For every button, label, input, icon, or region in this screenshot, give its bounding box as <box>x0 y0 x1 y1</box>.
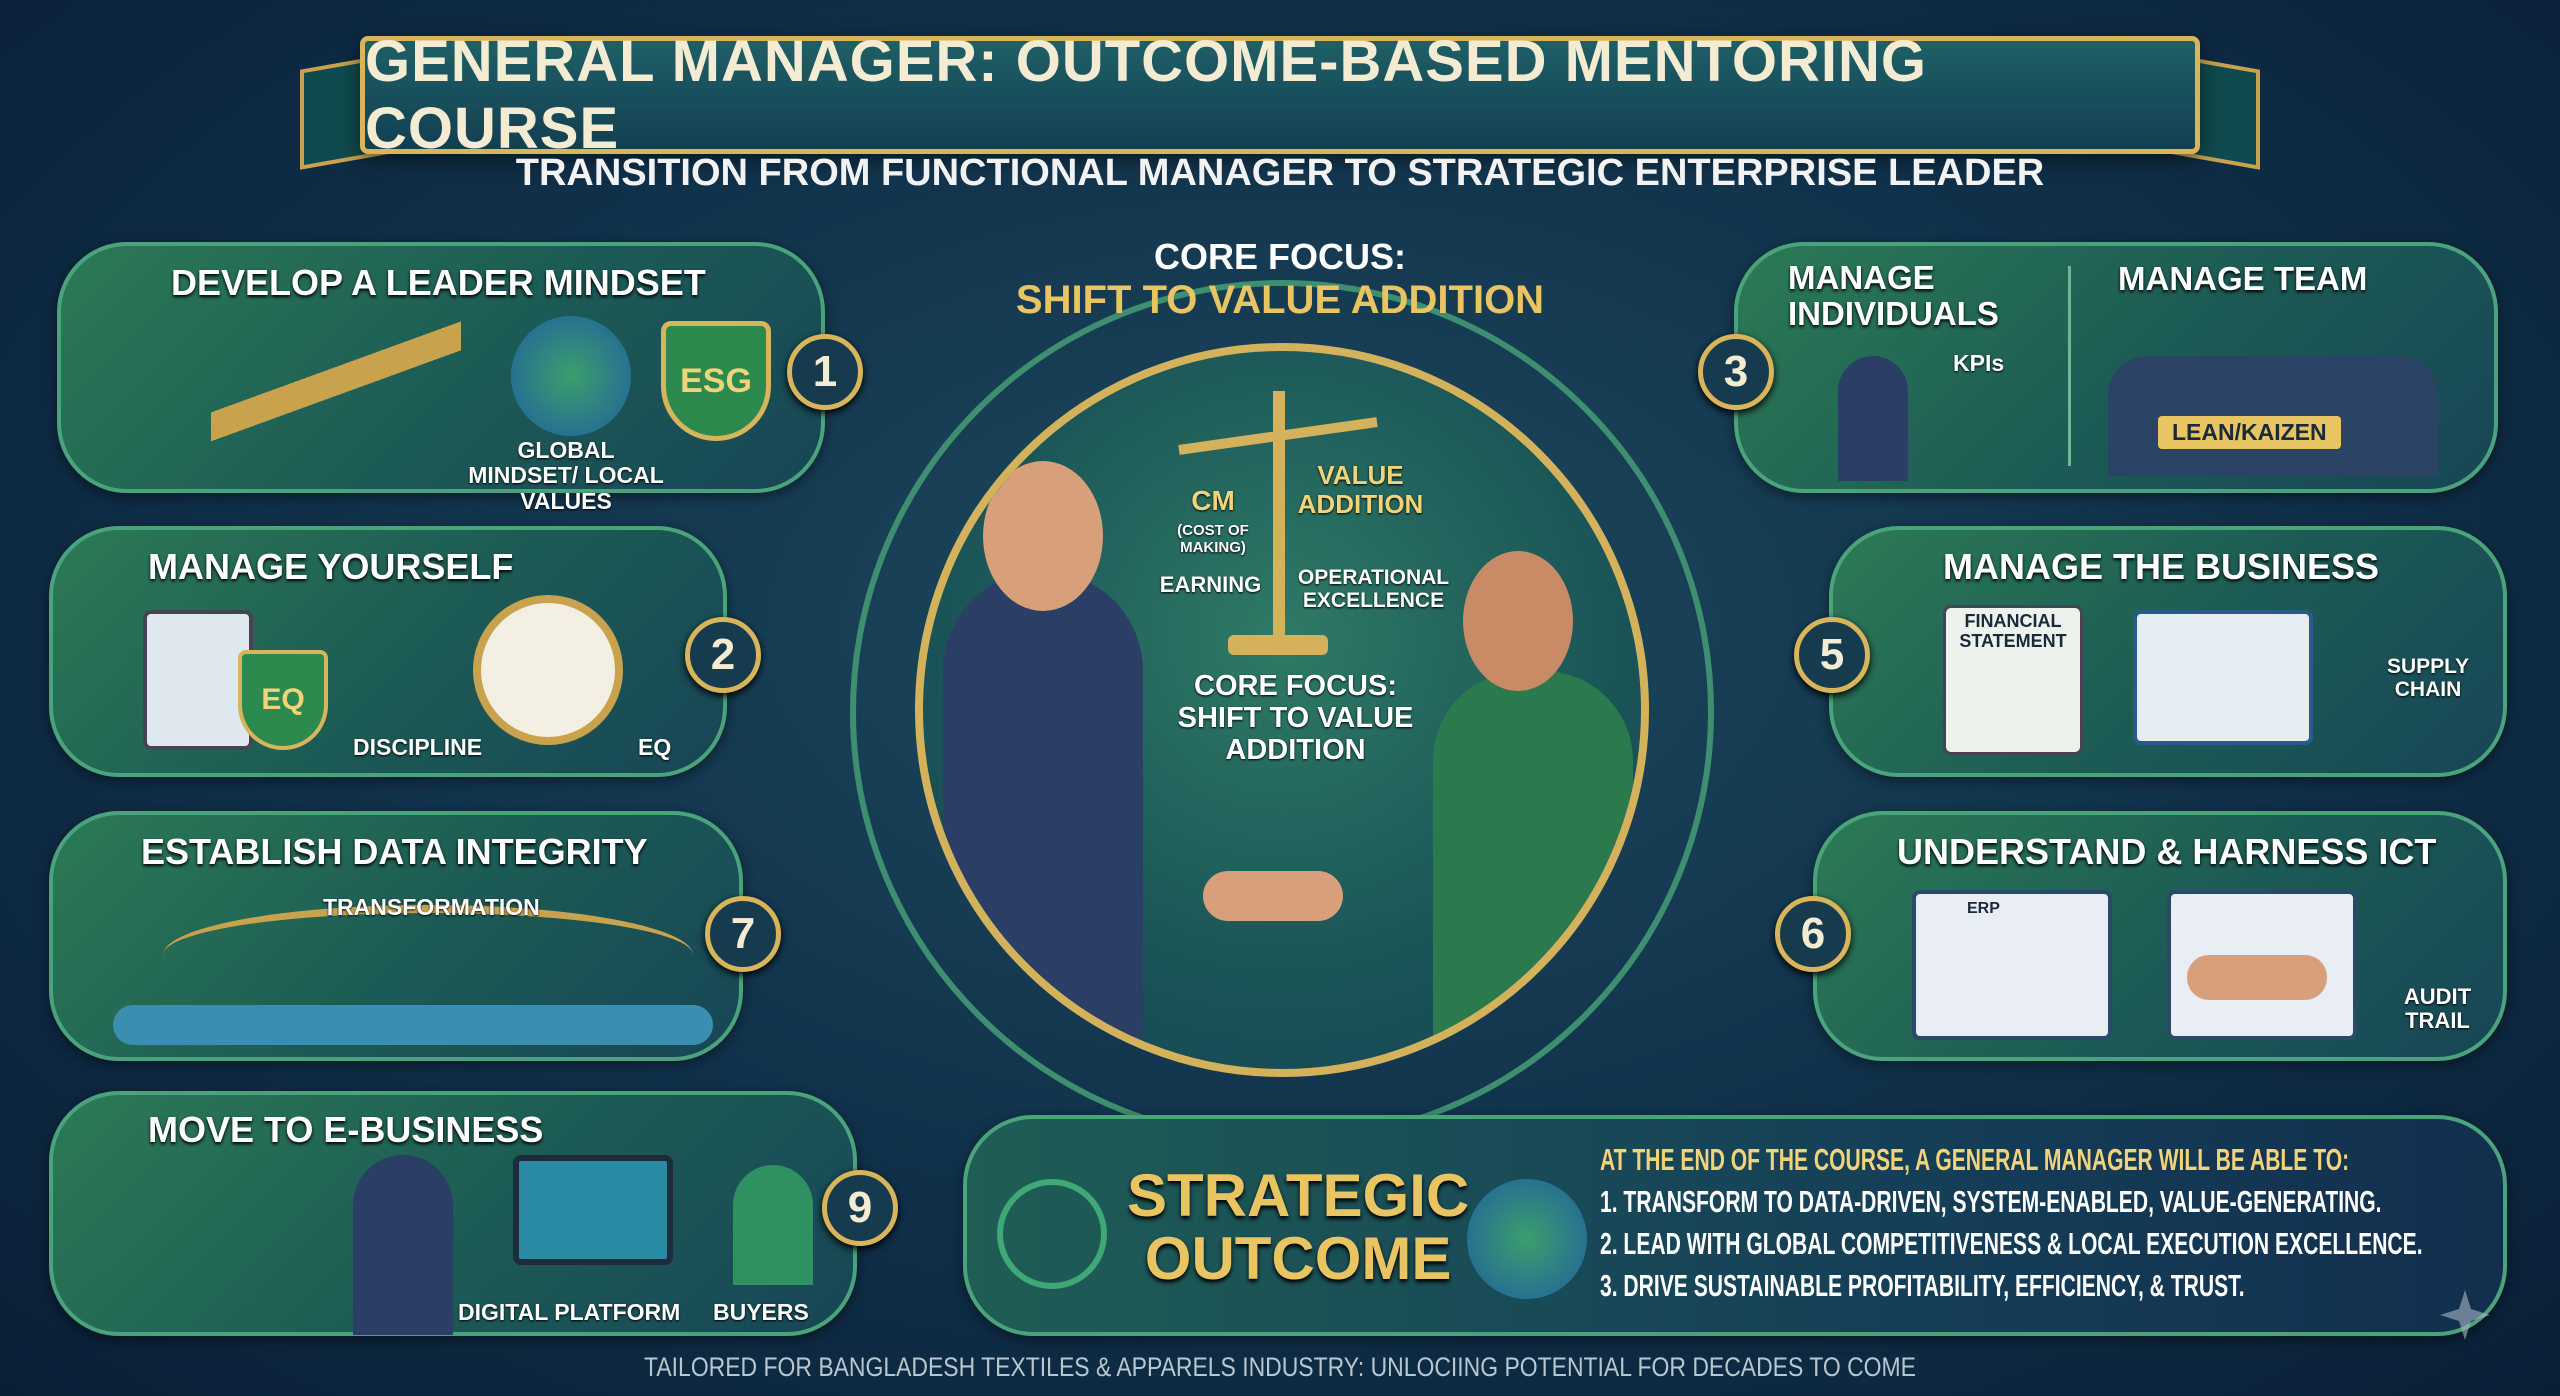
module-1-panel: DEVELOP A LEADER MINDSET ESG GLOBAL MIND… <box>57 242 825 513</box>
handshake-icon <box>2187 955 2327 1000</box>
river-icon <box>113 1005 713 1045</box>
transformation-label: TRANSFORMATION <box>323 894 540 920</box>
page-title: GENERAL MANAGER: OUTCOME-BASED MENTORING… <box>365 29 1927 161</box>
page-subtitle: TRANSITION FROM FUNCTIONAL MANAGER TO ST… <box>515 152 2045 194</box>
kpis-label: KPIs <box>1953 350 2005 376</box>
module-6-title: UNDERSTAND & HARNESS ICT <box>1897 831 2437 872</box>
module-5-panel: MANAGE THE BUSINESS FINANCIAL STATEMENT … <box>1829 526 2507 777</box>
discipline-label: DISCIPLINE <box>353 734 483 760</box>
module-1-badge: 1 <box>787 334 863 410</box>
core-focus-center-text: CORE FOCUS: SHIFT TO VALUE ADDITION <box>1177 670 1414 766</box>
scale-base <box>1228 635 1328 655</box>
scale-icon <box>1273 391 1285 641</box>
outcome-item-2: 2. LEAD WITH GLOBAL COMPETITIVENESS & LO… <box>1600 1226 2423 1261</box>
supply-chain-label: SUPPLY CHAIN <box>2386 655 2470 702</box>
outcome-item-1: 1. TRANSFORM TO DATA-DRIVEN, SYSTEM-ENAB… <box>1600 1184 2382 1219</box>
target-icon <box>997 1179 1107 1289</box>
leader-path-icon <box>211 316 461 466</box>
operational-excellence-label: OPERATIONAL EXCELLENCE <box>1297 566 1450 613</box>
lean-kaizen-label: LEAN/KAIZEN <box>2158 416 2341 450</box>
erp-label: ERP <box>1967 900 2000 917</box>
scale-left-label: CM <box>1191 485 1235 516</box>
module-1-title: DEVELOP A LEADER MINDSET <box>171 262 706 303</box>
mentor-figure <box>943 571 1143 1069</box>
earning-label: EARNING <box>1159 572 1262 597</box>
global-mindset-label: GLOBAL MINDSET/ LOCAL VALUES <box>468 437 664 514</box>
module-6-badge: 6 <box>1775 896 1851 972</box>
module-3-panel: MANAGE INDIVIDUALS MANAGE TEAM KPIs LEAN… <box>1734 242 2498 493</box>
module-9-panel: MOVE TO E-BUSINESS DIGITAL PLATFORM BUYE… <box>49 1091 857 1336</box>
footer-tagline: TAILORED FOR BANGLADESH TEXTILES & APPAR… <box>644 1352 1916 1382</box>
financial-statement-icon <box>1943 605 2083 755</box>
erp-screen-icon <box>1912 890 2112 1040</box>
eq-label: EQ <box>638 734 672 760</box>
outcome-item-3: 3. DRIVE SUSTAINABLE PROFITABILITY, EFFI… <box>1600 1268 2245 1303</box>
mentee-head <box>1463 551 1573 691</box>
bridge-icon <box>163 905 693 1005</box>
module-5-badge: 5 <box>1794 617 1870 693</box>
module-3-badge: 3 <box>1698 334 1774 410</box>
module-2-panel: MANAGE YOURSELF EQ DISCIPLINE EQ <box>49 526 727 777</box>
manage-team-title: MANAGE TEAM <box>2118 260 2368 297</box>
core-focus-circle: CM (COST OF MAKING) EARNING VALUE ADDITI… <box>915 343 1649 1077</box>
module-3-title: MANAGE INDIVIDUALS <box>1788 259 1999 333</box>
handshake-icon <box>1203 871 1343 921</box>
analytics-dashboard-icon <box>2133 610 2313 745</box>
digital-platform-label: DIGITAL PLATFORM <box>458 1299 681 1325</box>
financial-statement-label: FINANCIAL STATEMENT <box>1959 611 2067 651</box>
module-7-title: ESTABLISH DATA INTEGRITY <box>141 831 648 872</box>
growth-globe-icon <box>1467 1179 1587 1299</box>
module-9-title: MOVE TO E-BUSINESS <box>148 1109 544 1150</box>
scale-right-label: VALUE ADDITION <box>1297 460 1424 519</box>
module-7-badge: 7 <box>705 896 781 972</box>
module-2-title: MANAGE YOURSELF <box>148 546 514 587</box>
module-9-badge: 9 <box>822 1170 898 1246</box>
mentor-head <box>983 461 1103 611</box>
globe-icon <box>511 316 631 436</box>
buyers-label: BUYERS <box>713 1299 809 1325</box>
title-banner: GENERAL MANAGER: OUTCOME-BASED MENTORING… <box>360 29 2200 161</box>
core-focus-subheading: SHIFT TO VALUE ADDITION <box>1015 278 1545 322</box>
presenter-figure <box>353 1155 453 1335</box>
module-5-title: MANAGE THE BUSINESS <box>1943 546 2380 587</box>
checklist-icon <box>143 610 253 750</box>
audit-trail-label: AUDIT TRAIL <box>2403 984 2472 1034</box>
module-7-panel: ESTABLISH DATA INTEGRITY TRANSFORMATION <box>49 811 743 1061</box>
clock-icon <box>473 595 623 745</box>
outcome-title-line1: STRATEGIC <box>1127 1162 1470 1229</box>
eq-shield-icon: EQ <box>238 650 328 750</box>
module-6-panel: UNDERSTAND & HARNESS ICT ERP AUDIT TRAIL <box>1813 811 2507 1061</box>
laptop-icon <box>513 1155 673 1265</box>
outcome-intro: AT THE END OF THE COURSE, A GENERAL MANA… <box>1600 1142 2350 1177</box>
scale-left-sublabel: (COST OF MAKING) <box>1177 522 1249 556</box>
core-focus-heading: CORE FOCUS: <box>1154 236 1406 277</box>
strategic-outcome-panel: STRATEGIC OUTCOME <box>963 1115 2507 1336</box>
buyer-figure <box>733 1165 813 1285</box>
esg-shield-icon: ESG <box>661 321 771 441</box>
outcome-title-line2: OUTCOME <box>1144 1225 1452 1292</box>
individual-figure <box>1838 356 1908 481</box>
module-2-badge: 2 <box>685 617 761 693</box>
mentee-figure <box>1433 671 1633 1069</box>
strategic-outcome-title: STRATEGIC OUTCOME <box>1127 1164 1469 1290</box>
divider <box>2068 266 2071 466</box>
